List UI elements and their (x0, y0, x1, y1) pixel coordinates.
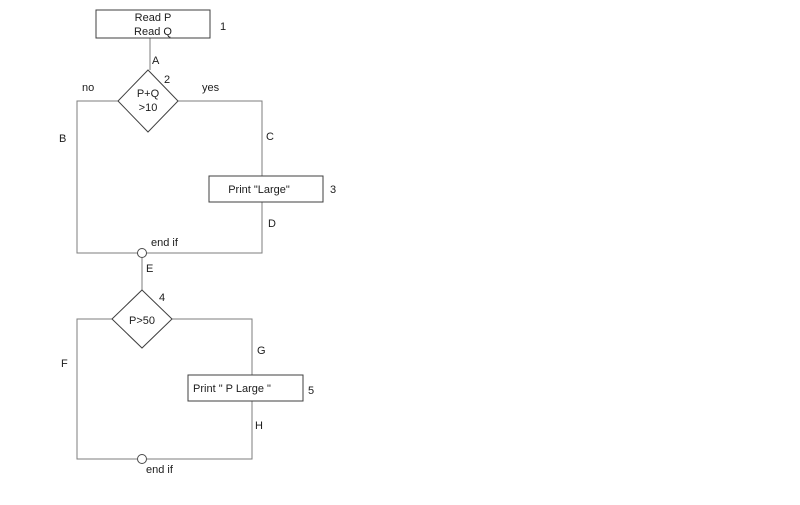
process-print-large-node: Print "Large" (208, 175, 324, 203)
edge-no-b-line (76, 100, 137, 254)
decision-p50-node: P>50 (111, 289, 173, 349)
process-print-plarge-label: Print " P Large " (193, 383, 271, 395)
process-print-plarge-node: Print " P Large " (187, 374, 304, 402)
edge-b-label: B (59, 133, 66, 145)
endif-junction-2 (137, 454, 147, 464)
process-read-line1: Read P (135, 12, 172, 24)
edge-d-line (147, 202, 263, 254)
process-print-large-box (208, 175, 324, 203)
decision-p50-diamond (111, 289, 173, 349)
decision-pq-node: P+Q >10 (117, 69, 179, 133)
endif-junction-1 (137, 248, 147, 258)
decision-p50-label: P>50 (129, 315, 155, 327)
endif-label-1: end if (151, 237, 179, 249)
edge-e-label: E (146, 263, 153, 275)
process-read-node: Read P Read Q (95, 9, 211, 39)
process-read-box (95, 9, 211, 39)
edge-c-label: C (266, 131, 274, 143)
edge-a-label: A (152, 55, 160, 67)
edge-d-label: D (268, 218, 276, 230)
branch-no-label: no (82, 82, 94, 94)
process-print-plarge-box (187, 374, 304, 402)
edge-yes-c-line (178, 100, 263, 176)
decision-pq-diamond (117, 69, 179, 133)
branch-yes-label: yes (202, 82, 220, 94)
process-print-large-label: Print "Large" (228, 184, 290, 196)
node-number-3: 3 (330, 184, 336, 196)
edge-g-label: G (257, 345, 266, 357)
edge-g-line (172, 318, 253, 375)
edge-f-label: F (61, 358, 68, 370)
edge-f-line (76, 318, 137, 460)
decision-pq-line1: P+Q (137, 88, 160, 100)
node-number-2: 2 (164, 74, 170, 86)
node-number-4: 4 (159, 292, 165, 304)
decision-pq-line2: >10 (139, 102, 158, 114)
node-number-5: 5 (308, 385, 314, 397)
edge-h-label: H (255, 420, 263, 432)
node-number-1: 1 (220, 21, 226, 33)
edge-h-line (147, 401, 253, 460)
endif-label-2: end if (146, 464, 174, 476)
process-read-line2: Read Q (134, 26, 172, 38)
